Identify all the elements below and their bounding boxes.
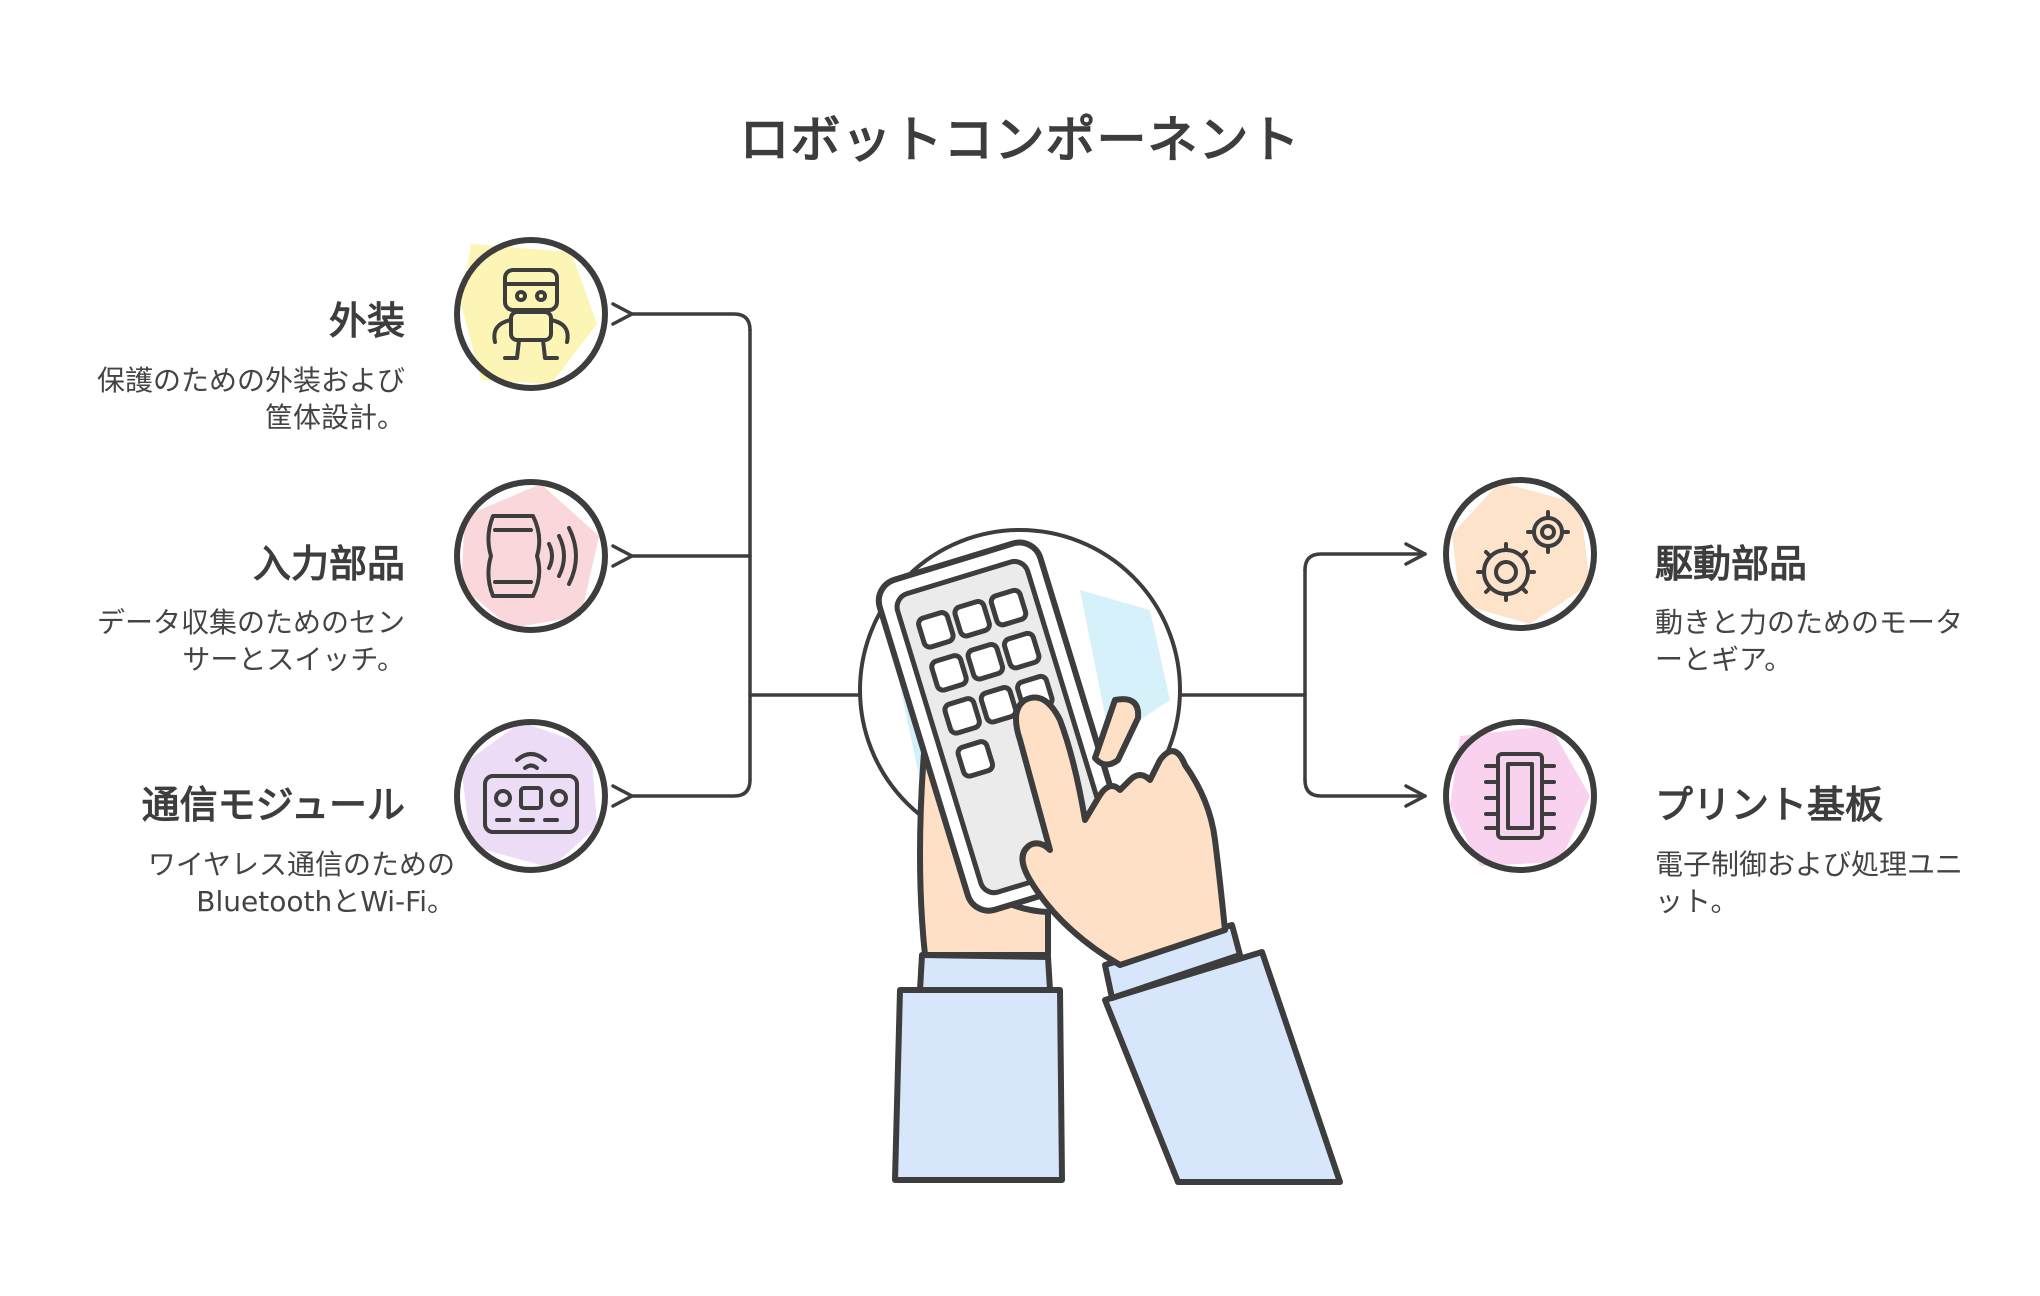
pcb-heading: プリント基板 — [1655, 783, 1884, 827]
drive-heading: 駆動部品 — [1655, 542, 1808, 586]
exterior-heading: 外装 — [328, 299, 405, 343]
left-connectors — [611, 302, 862, 808]
input-node — [454, 479, 608, 633]
drive-description: 動きと力のためのモーターとギア。 — [1655, 606, 1964, 676]
sensor-icon — [486, 514, 578, 598]
pcb-node — [1443, 719, 1597, 873]
robot-icon — [492, 268, 570, 360]
comm-description: ワイヤレス通信のためのBluetoothとWi-Fi。 — [147, 848, 455, 918]
exterior-node — [454, 237, 608, 391]
arrow-to-drive — [1303, 542, 1427, 572]
chip-icon — [1484, 752, 1556, 840]
comm-node — [454, 719, 608, 873]
page-title: ロボットコンポーネント — [739, 111, 1301, 169]
wireless-module-icon — [483, 752, 579, 834]
right-connectors — [1178, 542, 1427, 808]
arrow-to-pcb — [1303, 778, 1427, 808]
arrow-to-exterior — [611, 302, 752, 332]
comm-heading: 通信モジュール — [141, 783, 405, 827]
arrow-to-comm — [611, 778, 752, 808]
hands-phone-keypad-icon — [858, 528, 1343, 1185]
drive-node — [1443, 477, 1597, 631]
pcb-description: 電子制御および処理ユニット。 — [1655, 848, 1964, 918]
exterior-description: 保護のための外装および筐体設計。 — [96, 364, 405, 434]
input-heading: 入力部品 — [252, 542, 405, 586]
input-description: データ収集のためのセンサーとスイッチ。 — [96, 606, 405, 676]
gears-icon — [1476, 510, 1570, 602]
